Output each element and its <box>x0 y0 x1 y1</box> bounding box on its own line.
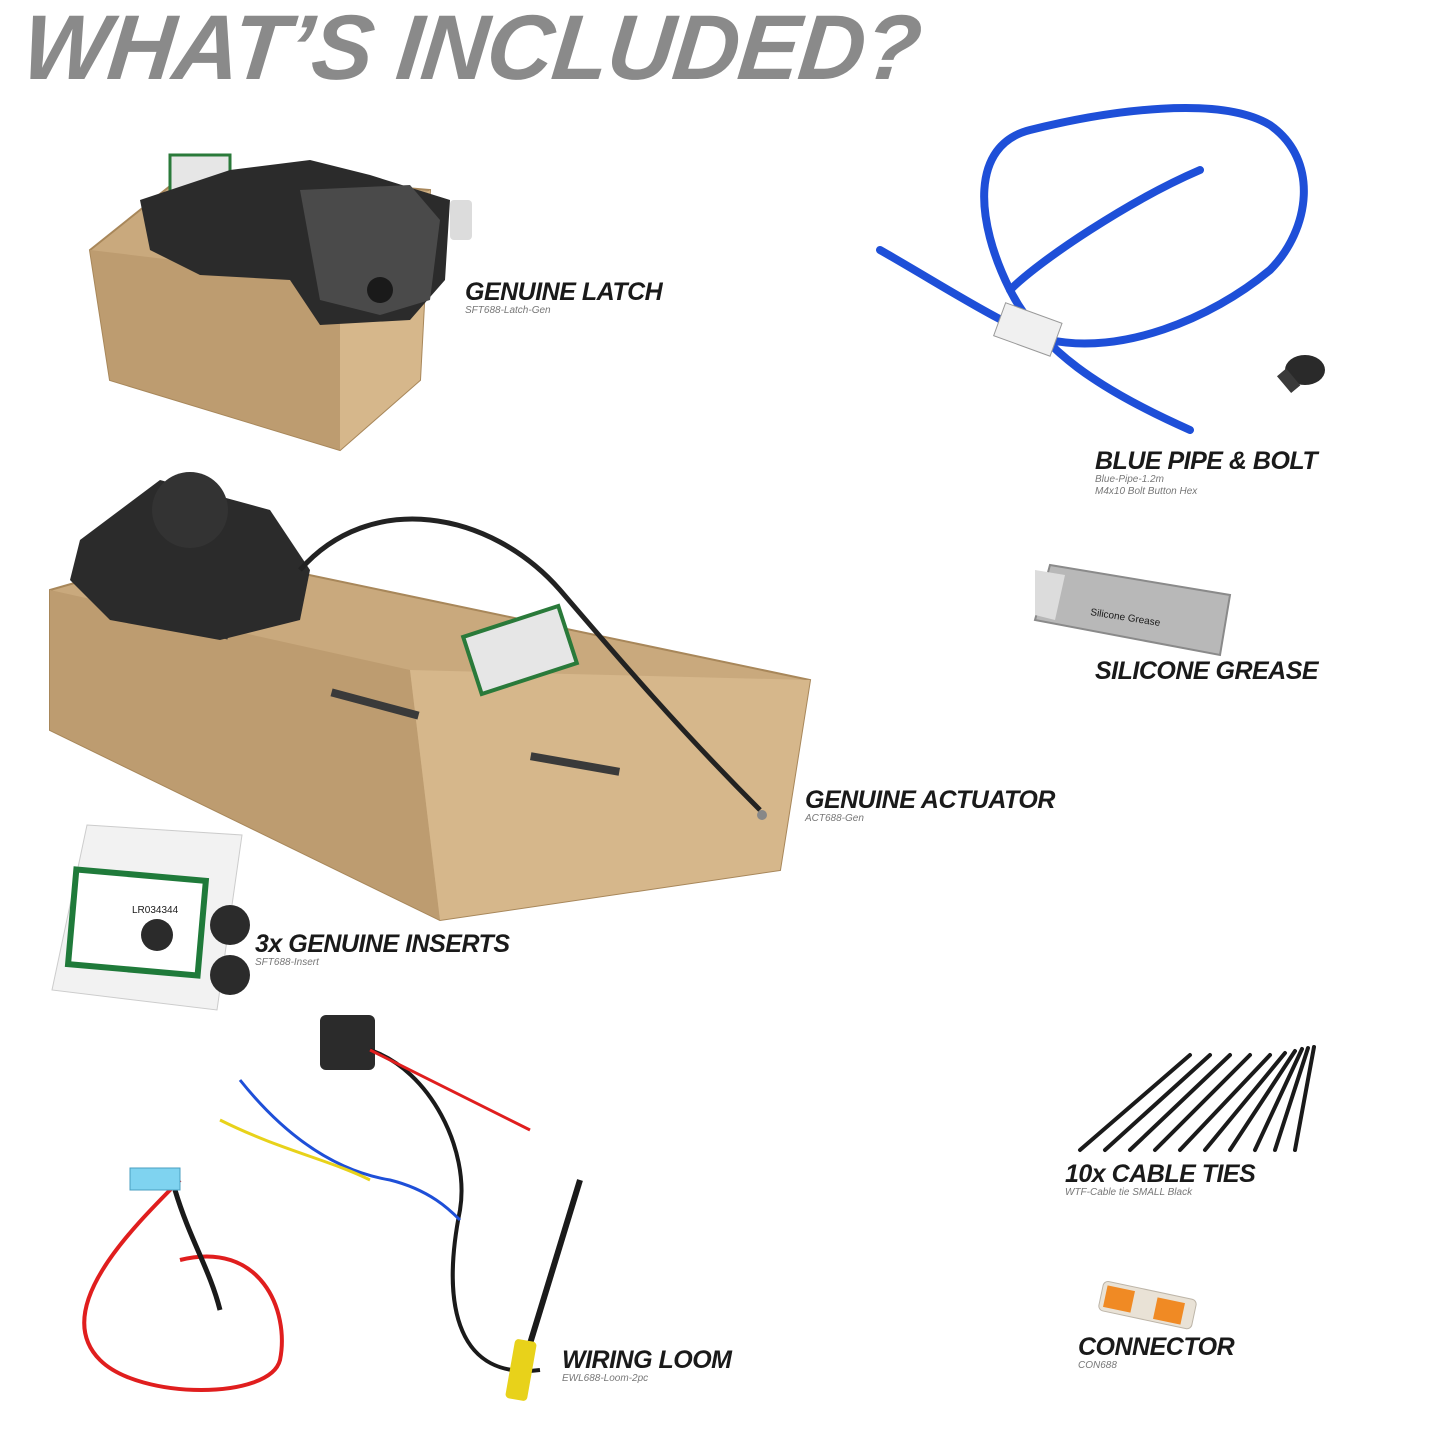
item-sku: SFT688-Insert <box>255 957 319 969</box>
item-sku: WTF-Cable tie SMALL Black <box>1065 1187 1193 1199</box>
label-genuine-latch: GENUINE LATCH SFT688-Latch-Gen <box>465 278 663 317</box>
label-silicone-grease: SILICONE GREASE <box>1095 657 1319 685</box>
actuator-image <box>49 472 812 922</box>
item-name: GENUINE ACTUATOR <box>805 786 1055 814</box>
item-sku: M4x10 Bolt Button Hex <box>1095 486 1198 498</box>
item-name: 10x CABLE TIES <box>1065 1160 1256 1188</box>
label-cable-ties: 10x CABLE TIES WTF-Cable tie SMALL Black <box>1065 1160 1256 1199</box>
silicone-grease-image: Silicone Grease <box>1033 563 1232 657</box>
item-sku: ACT688-Gen <box>805 813 864 825</box>
item-name: BLUE PIPE & BOLT <box>1095 447 1318 475</box>
latch-image <box>88 153 472 452</box>
insert-part-number-text: LR034344 <box>132 905 179 916</box>
page-title: WHAT’S INCLUDED? <box>17 0 926 99</box>
item-sku: SFT688-Latch-Gen <box>465 305 551 317</box>
item-sku: Blue-Pipe-1.2m <box>1095 474 1164 486</box>
connector-image <box>1098 1280 1197 1330</box>
item-name: SILICONE GREASE <box>1095 657 1319 685</box>
inserts-image: LR034344 <box>51 824 250 1011</box>
item-sku: EWL688-Loom-2pc <box>562 1373 649 1385</box>
cable-ties-image <box>1078 1045 1316 1152</box>
label-connector: CONNECTOR CON688 <box>1078 1333 1235 1372</box>
label-wiring-loom: WIRING LOOM EWL688-Loom-2pc <box>562 1346 732 1385</box>
wiring-loom-image <box>82 1015 583 1401</box>
item-name: GENUINE LATCH <box>465 278 663 306</box>
label-blue-pipe-bolt: BLUE PIPE & BOLT Blue-Pipe-1.2m M4x10 Bo… <box>1095 447 1318 498</box>
blue-pipe-image <box>876 104 1325 434</box>
item-sku: CON688 <box>1078 1360 1117 1372</box>
item-name: CONNECTOR <box>1078 1333 1235 1361</box>
item-name: WIRING LOOM <box>562 1346 732 1374</box>
label-genuine-inserts: 3x GENUINE INSERTS SFT688-Insert <box>255 931 510 969</box>
item-name: 3x GENUINE INSERTS <box>255 930 510 958</box>
bolt-icon <box>1276 355 1325 394</box>
label-genuine-actuator: GENUINE ACTUATOR ACT688-Gen <box>805 787 1055 825</box>
